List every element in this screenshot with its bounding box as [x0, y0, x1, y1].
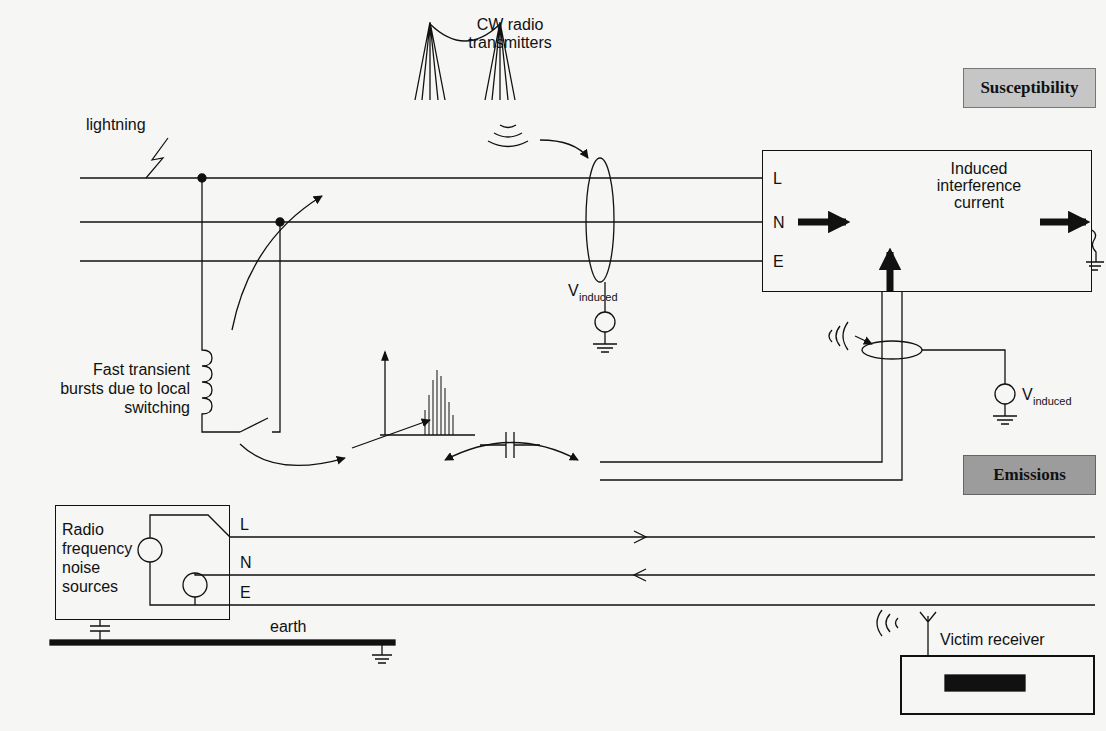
switch-wire [272, 222, 280, 432]
voltage-source [595, 312, 615, 332]
transient-label: Fast transient bursts due to local switc… [48, 360, 190, 417]
inductor-coil [202, 178, 240, 432]
coupling-arrow [352, 420, 430, 448]
ground-symbol [993, 404, 1017, 424]
wire-letter: N [240, 554, 252, 572]
current-arrow [887, 252, 894, 292]
radio-waves [829, 322, 848, 350]
capacitor-symbol [90, 620, 110, 640]
coupling-arrow [232, 196, 322, 330]
capacitor-symbol [480, 432, 540, 458]
wire-letter: L [240, 516, 249, 534]
current-arrow [798, 219, 846, 226]
signal-wire [600, 292, 882, 462]
antenna-symbol [920, 612, 936, 655]
neutral-wire [195, 573, 1095, 575]
transmitter-label: CW radio transmitters [455, 16, 565, 52]
neutral-wire [80, 221, 762, 222]
current-clamp [586, 158, 614, 282]
antenna-tower [485, 22, 515, 100]
noise-source [138, 538, 162, 562]
node-text: Susceptibility [964, 78, 1095, 98]
line-wire [80, 177, 762, 178]
node-text: Induced interference current [915, 160, 1043, 211]
noise-source-box: Radio frequency noise sources [55, 505, 230, 620]
receiver-display [945, 675, 1025, 691]
coupling-arrow [855, 336, 872, 344]
noise-source [183, 573, 207, 597]
voltage-symbol: V [568, 282, 579, 300]
spectrum-axes [380, 352, 475, 435]
earth-label: earth [270, 618, 306, 636]
antenna-tower [415, 22, 445, 100]
wire-letter: E [240, 584, 251, 602]
node-text: Emissions [964, 465, 1095, 485]
earth-wire [80, 260, 762, 261]
voltage-subscript: induced [1033, 395, 1072, 408]
earth-wire [150, 562, 1095, 605]
coupling-arrow [240, 444, 345, 465]
line-wire [150, 515, 1095, 538]
section-heading: Susceptibility [963, 68, 1096, 108]
node-text: L [773, 170, 782, 188]
node-text: E [773, 253, 784, 271]
current-direction [634, 569, 646, 581]
voltage-subscript: induced [579, 291, 618, 304]
node-text: Radio frequency noise sources [62, 520, 140, 596]
radio-waves [488, 125, 528, 147]
coupling-arrow [445, 443, 578, 461]
ground-symbol [372, 645, 392, 663]
radio-waves [877, 610, 898, 636]
section-heading: Emissions [963, 455, 1096, 495]
switch-arm [240, 418, 268, 432]
voltage-source [995, 384, 1015, 404]
current-arrow [1040, 219, 1086, 226]
source-wire [922, 350, 1005, 384]
ground-symbol [1086, 230, 1104, 270]
ground-symbol [593, 332, 617, 352]
node-text: Victim receiver [940, 631, 1045, 649]
lightning-label: lightning [86, 116, 146, 134]
node-text: N [773, 214, 785, 232]
signal-wire [600, 292, 902, 480]
receiver-box: Victim receiver [900, 655, 1095, 715]
spectrum-lines [425, 370, 453, 435]
voltage-symbol: V [1022, 386, 1033, 404]
equipment-box: L N E Induced interference current [762, 150, 1092, 292]
lightning-bolt [146, 138, 168, 178]
coupling-arrow [540, 140, 588, 158]
earth-plane [50, 640, 395, 645]
current-direction [634, 531, 646, 543]
